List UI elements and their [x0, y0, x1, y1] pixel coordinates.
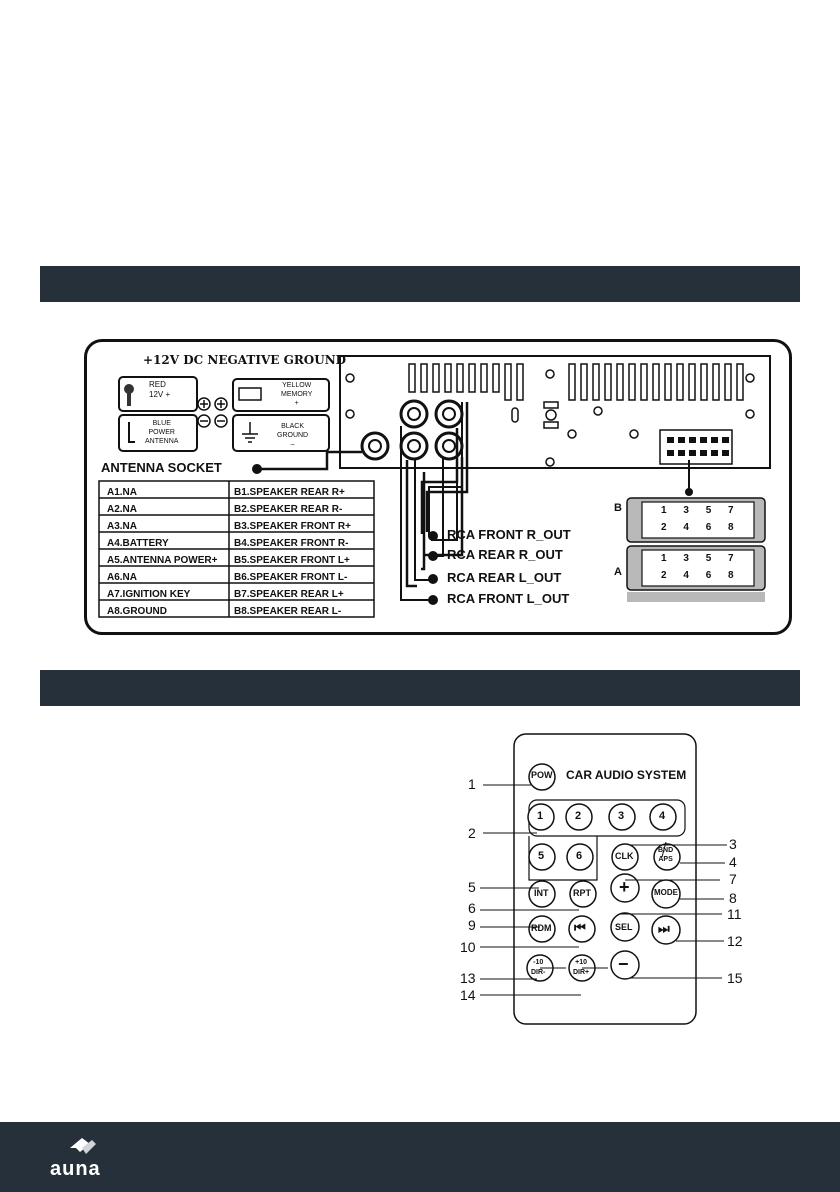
auna-logo-text: auna	[50, 1158, 101, 1180]
pin-a3: A3.NA	[107, 521, 138, 532]
preset-4-button[interactable]: 4	[659, 810, 666, 822]
pin-a5: A5.ANTENNA POWER+	[107, 555, 218, 566]
pin-table	[98, 480, 375, 618]
plus-button[interactable]: +	[619, 877, 630, 897]
sel-button[interactable]: SEL	[615, 922, 633, 932]
pin-b1: B1.SPEAKER REAR R+	[234, 487, 345, 498]
callout-13: 13	[460, 970, 476, 986]
callout-5: 5	[468, 879, 476, 895]
pin-a6: A6.NA	[107, 572, 138, 583]
callout-4: 4	[729, 854, 737, 870]
callout-15: 15	[727, 970, 743, 986]
pin-a1: A1.NA	[107, 487, 138, 498]
pow-button-shape	[528, 763, 556, 791]
int-button[interactable]: INT	[534, 888, 549, 898]
antenna-socket-label: ANTENNA SOCKET	[101, 460, 222, 475]
section-bar-remote	[40, 670, 800, 706]
remote-illustration	[480, 733, 727, 1025]
yellow-wire-box	[232, 378, 330, 412]
pin-b2: B2.SPEAKER REAR R-	[234, 504, 343, 515]
callout-8: 8	[729, 890, 737, 906]
clk-button[interactable]: CLK	[615, 851, 634, 861]
rca-rear-l-label: RCA REAR L_OUT	[447, 570, 562, 585]
pin-a8: A8.GROUND	[107, 606, 168, 617]
pin-a2: A2.NA	[107, 504, 138, 515]
rca-wires	[405, 402, 469, 588]
black-wire-box	[232, 414, 330, 452]
pin-b6: B6.SPEAKER FRONT L-	[234, 572, 348, 583]
callout-9: 9	[468, 917, 476, 933]
preset-5-button[interactable]: 5	[538, 850, 545, 862]
battery-icon	[238, 387, 262, 401]
connector-a-letter: A	[614, 566, 622, 578]
pin-b3: B3.SPEAKER FRONT R+	[234, 521, 351, 532]
connector-a-bottom-numbers: 2 4 6 8	[661, 570, 734, 581]
rca-front-l-label: RCA FRONT L_OUT	[447, 591, 570, 606]
pin-list-a: A1.NA A2.NA A3.NA A4.BATTERY A5.ANTENNA …	[107, 484, 217, 620]
rca-jacks	[399, 399, 464, 461]
preset-6-button[interactable]: 6	[576, 850, 583, 862]
pow-button[interactable]: POW	[531, 770, 553, 780]
pin-a4: A4.BATTERY	[107, 538, 169, 549]
callout-10: 10	[460, 939, 476, 955]
iso-connector-detail	[626, 497, 766, 602]
rdm-button[interactable]: RDM	[531, 923, 552, 933]
callout-1: 1	[468, 776, 476, 792]
key-icon	[124, 384, 134, 394]
iso-socket	[659, 429, 733, 465]
blue-wire-box	[118, 414, 198, 452]
pin-a7: A7.IGNITION KEY	[107, 589, 191, 600]
preset-2-button[interactable]: 2	[575, 810, 582, 822]
ground-header: +12V DC NEGATIVE GROUND	[143, 353, 347, 367]
preset-3-button[interactable]: 3	[618, 810, 625, 822]
callout-7: 7	[729, 871, 737, 887]
remote-title: CAR AUDIO SYSTEM	[566, 768, 687, 782]
pin-list-b: B1.SPEAKER REAR R+ B2.SPEAKER REAR R- B3…	[234, 484, 351, 620]
plus-circle-icon	[197, 397, 211, 411]
pin-b4: B4.SPEAKER FRONT R-	[234, 538, 349, 549]
callout-2: 2	[468, 825, 476, 841]
callout-6: 6	[468, 900, 476, 916]
pin-b5: B5.SPEAKER FRONT L+	[234, 555, 350, 566]
footer-bar: auna	[0, 1122, 840, 1192]
pin-b8: B8.SPEAKER REAR L-	[234, 606, 342, 617]
rpt-button[interactable]: RPT	[573, 888, 591, 898]
section-bar-connections	[40, 266, 800, 302]
rca-front-r-label: RCA FRONT R_OUT	[447, 527, 571, 542]
preset-1-button[interactable]: 1	[537, 810, 544, 822]
remote-body	[513, 733, 697, 1025]
prev-track-icon[interactable]: ⏮	[574, 920, 586, 935]
heat-sink-fins-left	[408, 363, 524, 401]
connector-b-letter: B	[614, 502, 622, 514]
pin-b7: B7.SPEAKER REAR L+	[234, 589, 344, 600]
connector-a-top-numbers: 1 3 5 7	[661, 553, 734, 564]
connector-b-bottom-numbers: 2 4 6 8	[661, 522, 734, 533]
minus-circle-icon	[197, 414, 211, 428]
rca-rear-r-label: RCA REAR R_OUT	[447, 547, 563, 562]
callout-14: 14	[460, 987, 476, 1003]
wiring-diagram-svg	[98, 355, 771, 618]
auna-logo-icon	[70, 1138, 96, 1154]
head-unit-rear-panel	[339, 355, 771, 469]
mounting-holes	[345, 369, 755, 467]
connector-b-top-numbers: 1 3 5 7	[661, 505, 734, 516]
next-track-icon[interactable]: ⏭	[658, 921, 670, 936]
mode-button[interactable]: MODE	[654, 888, 678, 897]
ground-icon	[242, 422, 258, 443]
callout-12: 12	[727, 933, 743, 949]
red-wire-box	[118, 376, 198, 412]
callout-3: 3	[729, 836, 737, 852]
heat-sink-fins-right	[568, 363, 744, 401]
callout-11: 11	[727, 906, 742, 922]
minus-button[interactable]: −	[618, 954, 629, 974]
